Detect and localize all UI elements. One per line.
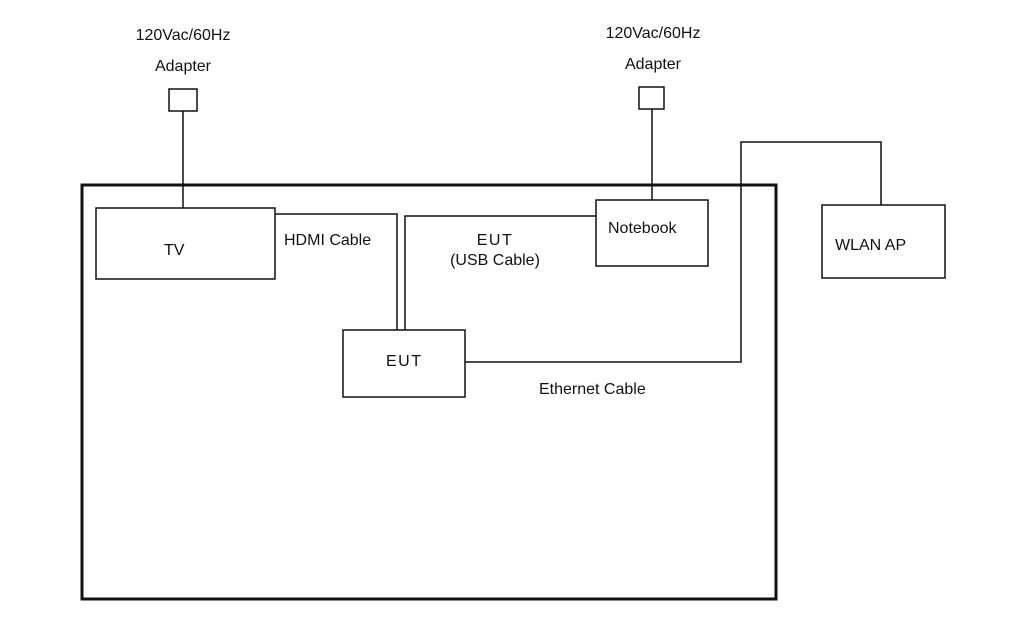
tv-label: TV — [164, 242, 185, 259]
ethernet-cable-label: Ethernet Cable — [539, 381, 646, 398]
usb-cable-line — [404, 215, 596, 330]
adapter-right-name: Adapter — [624, 56, 682, 73]
usb-cable-name: (USB Cable) — [450, 252, 540, 269]
wlan-ap-box — [821, 204, 946, 279]
adapter-right-label: 120Vac/60Hz Adapter — [586, 24, 720, 75]
adapter-left-name: Adapter — [154, 58, 212, 75]
test-table-outline — [80, 183, 778, 601]
eut-label: EUT — [386, 353, 423, 370]
notebook-label: Notebook — [608, 220, 677, 237]
adapter-left-box — [168, 88, 198, 112]
tv-box — [95, 207, 276, 280]
notebook-box — [595, 199, 709, 267]
usb-cable-label: EUT (USB Cable) — [430, 231, 560, 271]
wlan-ap-label: WLAN AP — [835, 237, 907, 254]
adapter-right-box — [638, 86, 665, 110]
eut-box — [342, 329, 466, 398]
ethernet-cable-line — [465, 141, 882, 363]
adapter-left-label: 120Vac/60Hz Adapter — [116, 26, 250, 77]
usb-cable-eut: EUT — [476, 232, 514, 249]
hdmi-cable-label: HDMI Cable — [284, 232, 372, 249]
adapter-right-voltage: 120Vac/60Hz — [605, 25, 701, 42]
adapter-left-voltage: 120Vac/60Hz — [135, 27, 231, 44]
hdmi-cable-line — [275, 213, 398, 330]
